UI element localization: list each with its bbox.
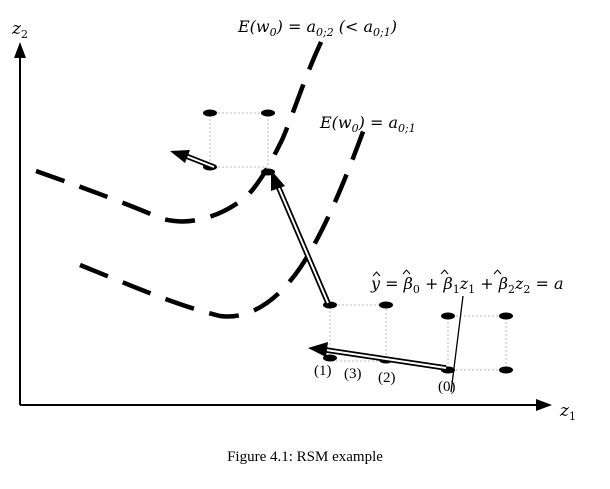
point-top-top-left — [203, 109, 217, 117]
arrowhead-2 — [271, 170, 285, 191]
y-axis-arrowhead — [14, 42, 26, 58]
equation-pointer — [450, 295, 464, 393]
point-label-2: (2) — [378, 370, 396, 386]
point-right-top-left — [441, 312, 455, 320]
contour-label-lower: E(w0) = a0;1 — [319, 113, 416, 135]
design-box-right — [447, 315, 507, 371]
point-right-bottom-right — [499, 366, 513, 374]
point-top-top-right — [261, 109, 275, 117]
point-middle-top-right — [379, 301, 393, 309]
equation-hats — [372, 269, 502, 277]
contour-label-upper: E(w0) = a0;2 (< a0;1) — [237, 17, 397, 39]
arrowhead-3 — [170, 150, 190, 163]
response-surface-equation: y = β0 + β1z1 + β2z2 = a — [370, 274, 564, 296]
point-label-0: (0) — [438, 379, 456, 395]
point-label-3: (3) — [344, 366, 362, 382]
y-axis-label: z2 — [11, 19, 28, 41]
point-label-1: (1) — [314, 363, 332, 379]
design-box-middle — [329, 304, 387, 362]
design-box-top — [209, 112, 269, 168]
x-axis-arrowhead — [536, 399, 552, 411]
contour-lower — [79, 117, 371, 319]
search-path — [170, 150, 447, 371]
point-1 — [323, 354, 337, 362]
arrowhead-1 — [308, 342, 328, 357]
x-axis-label: z1 — [559, 401, 576, 423]
contour-upper — [35, 37, 326, 224]
figure-caption: Figure 4.1: RSM example — [227, 449, 383, 465]
point-right-top-right — [499, 312, 513, 320]
